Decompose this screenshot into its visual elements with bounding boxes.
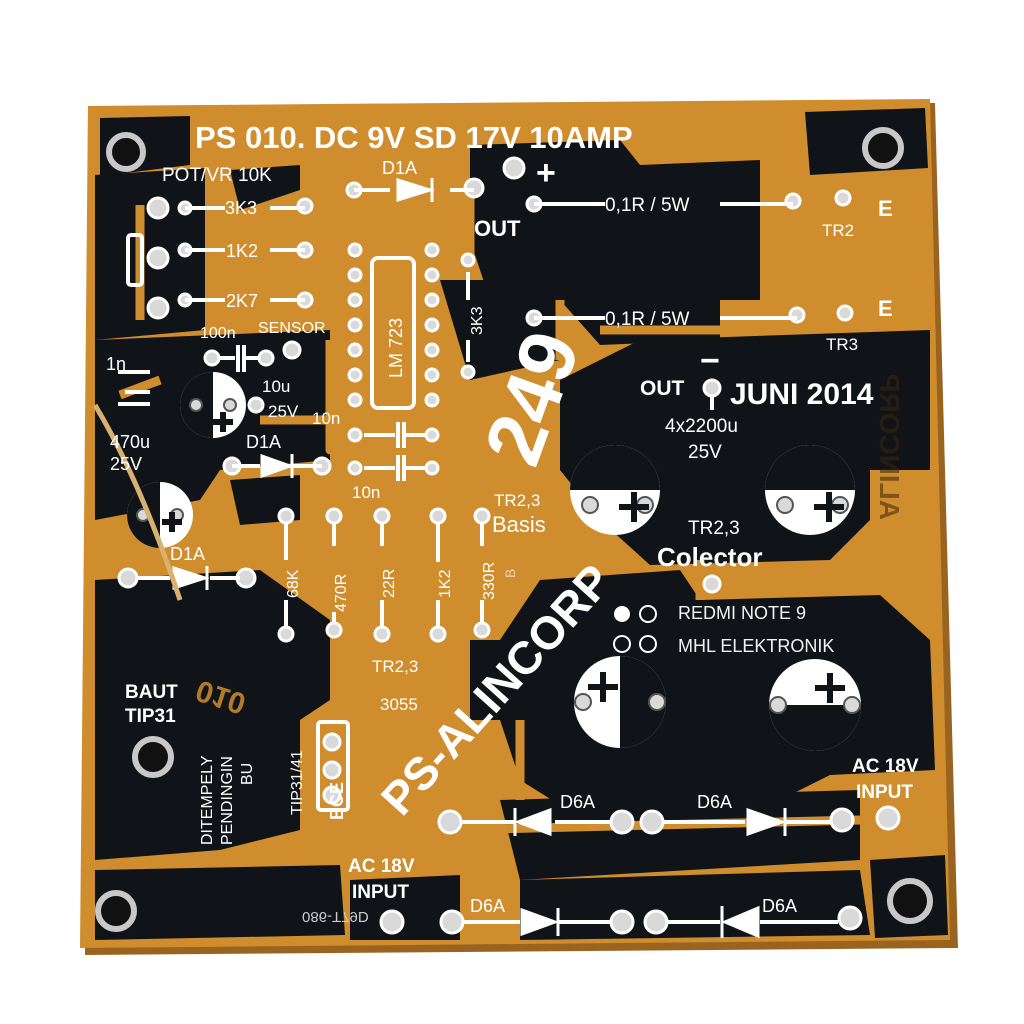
label-ic: LM 723 (386, 318, 406, 378)
solder-pads (117, 156, 901, 935)
label-r-01-bot: 0,1R / 5W (605, 309, 690, 330)
label-d6a-4: D6A (762, 896, 797, 916)
label-out-minus: OUT (640, 377, 685, 400)
label-caps: 4x2200u (665, 416, 738, 437)
label-tr23-col-a: TR2,3 (688, 518, 740, 539)
label-tip31: TIP31 (125, 706, 176, 727)
label-c-100n: 100n (200, 325, 236, 342)
mounting-holes (95, 127, 933, 932)
label-ac-in-left-a: AC 18V (348, 856, 415, 877)
label-tr3: TR3 (826, 335, 858, 354)
solder-wire (92, 403, 183, 601)
label-ac-in-left-b: INPUT (352, 882, 409, 903)
label-tr23-3055-b: 3055 (380, 695, 418, 714)
label-pot: POT/VR 10K (162, 165, 272, 186)
label-d1a-mid: D1A (246, 432, 281, 452)
label-r-3k3: 3K3 (225, 198, 257, 218)
label-d1a-low: D1A (170, 544, 205, 564)
label-r-1k2: 1K2 (226, 241, 258, 261)
silk-outlines (118, 188, 838, 924)
label-d1a-top: D1A (382, 158, 417, 178)
label-bce: BCE (327, 782, 347, 820)
label-caps-v: 25V (688, 442, 722, 463)
label-b-mark: B (502, 569, 518, 578)
label-pcb-code: 086-T79D (302, 908, 369, 925)
label-c-470u: 470u (110, 432, 150, 452)
watermark-line1: REDMI NOTE 9 (678, 603, 806, 623)
diode-symbols (172, 177, 787, 939)
label-tr23-basis-b: Basis (492, 512, 546, 537)
label-ac-in-right-b: INPUT (856, 782, 913, 803)
label-tr23-col-b: Colector (657, 542, 762, 572)
label-ditempel-2: PENDINGIN (219, 756, 236, 845)
label-r-01-top: 0,1R / 5W (605, 195, 690, 216)
label-r-330r: 330R (481, 562, 498, 600)
label-out-plus: OUT (474, 216, 521, 241)
label-e-bot: E (878, 296, 893, 321)
label-r-2k7: 2K7 (226, 291, 258, 311)
label-c-25v-b: 25V (110, 454, 142, 474)
label-tr23-3055-a: TR2,3 (372, 657, 418, 676)
watermark-line2: MHL ELEKTRONIK (678, 636, 834, 656)
label-plus-sign: + (536, 154, 556, 192)
label-e-top: E (878, 196, 893, 221)
label-r-3k3-v: 3K3 (469, 306, 486, 335)
board-title: PS 010. DC 9V SD 17V 10AMP (195, 120, 633, 155)
label-tip3141: TIP31/41 (289, 750, 306, 815)
label-tr2: TR2 (822, 221, 854, 240)
camera-watermark: REDMI NOTE 9 MHL ELEKTRONIK (613, 603, 834, 656)
label-r-22r: 22R (381, 569, 398, 598)
label-brand-mirror: ALINCORP (874, 374, 905, 520)
label-c-10n-a: 10n (312, 409, 340, 428)
label-baut: BAUT (125, 682, 178, 703)
label-d6a-3: D6A (470, 896, 505, 916)
label-d6a-2: D6A (697, 792, 732, 812)
label-c-25v: 25V (268, 402, 299, 421)
label-r-68k: 68K (285, 569, 302, 598)
label-c-1n: 1n (106, 354, 126, 374)
label-ditempel-1: DITEMPELY (199, 755, 216, 845)
label-date: JUNI 2014 (730, 378, 874, 411)
label-r-470r: 470R (333, 574, 350, 612)
label-r-1k2-v: 1K2 (437, 569, 454, 598)
label-ditempel-3: BU (239, 763, 256, 785)
label-c-10u: 10u (262, 377, 290, 396)
label-minus-sign: − (700, 342, 720, 380)
label-ac-in-right-a: AC 18V (852, 756, 919, 777)
label-d6a-1: D6A (560, 792, 595, 812)
label-c-10n-b: 10n (352, 483, 380, 502)
label-sensor: SENSOR (258, 320, 326, 337)
label-tr23-basis-a: TR2,3 (494, 491, 540, 510)
cap-plus-signs (162, 412, 845, 703)
